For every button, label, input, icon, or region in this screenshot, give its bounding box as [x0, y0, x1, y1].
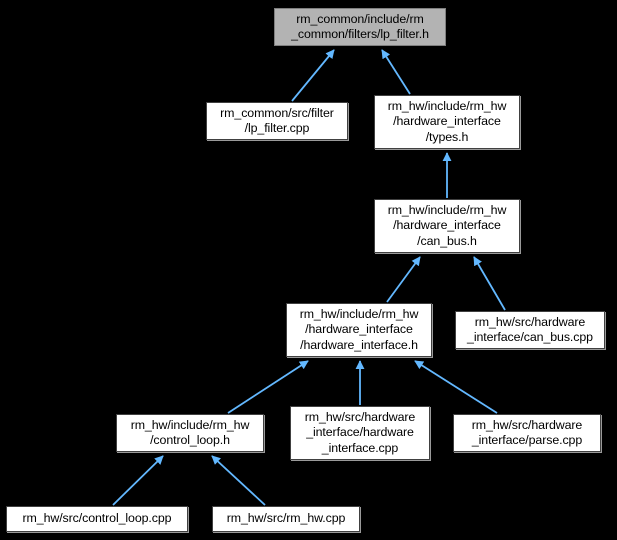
graph-node-label: rm_hw/src/hardware _interface/can_bus.cp… [467, 314, 593, 345]
graph-node-rm_hw_cpp[interactable]: rm_hw/src/rm_hw.cpp [212, 506, 360, 532]
graph-node-label: rm_hw/src/rm_hw.cpp [226, 511, 346, 526]
graph-node-hardware_interface_h[interactable]: rm_hw/include/rm_hw /hardware_interface … [286, 303, 432, 357]
graph-node-label: rm_hw/include/rm_hw /hardware_interface … [387, 202, 507, 248]
graph-node-label: rm_hw/include/rm_hw /control_loop.h [130, 417, 250, 448]
graph-node-label: rm_hw/include/rm_hw /hardware_interface … [299, 306, 419, 352]
graph-edge-control_loop_cpp-to-control_loop_h [112, 455, 164, 506]
graph-edge-types_h-to-lp_filter_h [381, 49, 411, 95]
graph-node-label: rm_common/src/filter /lp_filter.cpp [220, 105, 334, 136]
graph-node-label: rm_hw/src/hardware _interface/parse.cpp [471, 417, 583, 448]
graph-node-parse_cpp[interactable]: rm_hw/src/hardware _interface/parse.cpp [453, 414, 601, 452]
graph-edge-can_bus_cpp-to-can_bus_h [473, 256, 506, 311]
graph-edge-hardware_interface_h-to-can_bus_h [386, 256, 421, 303]
graph-node-control_loop_h[interactable]: rm_hw/include/rm_hw /control_loop.h [116, 414, 264, 452]
graph-edge-lp_filter_cpp-to-lp_filter_h [291, 49, 335, 102]
graph-edge-rm_hw_cpp-to-control_loop_h [211, 455, 266, 506]
graph-node-label: rm_hw/src/control_loop.cpp [22, 511, 172, 526]
graph-node-can_bus_h[interactable]: rm_hw/include/rm_hw /hardware_interface … [374, 199, 520, 253]
graph-node-label: rm_common/include/rm _common/filters/lp_… [291, 11, 429, 42]
graph-node-hardware_interface_cpp[interactable]: rm_hw/src/hardware _interface/hardware _… [290, 406, 430, 460]
graph-node-control_loop_cpp[interactable]: rm_hw/src/control_loop.cpp [6, 506, 188, 532]
graph-node-label: rm_hw/include/rm_hw /hardware_interface … [387, 98, 507, 144]
graph-node-lp_filter_cpp[interactable]: rm_common/src/filter /lp_filter.cpp [206, 102, 348, 140]
graph-node-types_h[interactable]: rm_hw/include/rm_hw /hardware_interface … [374, 95, 520, 149]
graph-node-label: rm_hw/src/hardware _interface/hardware _… [304, 409, 416, 455]
graph-node-lp_filter_h[interactable]: rm_common/include/rm _common/filters/lp_… [274, 8, 446, 46]
graph-node-can_bus_cpp[interactable]: rm_hw/src/hardware _interface/can_bus.cp… [455, 311, 605, 349]
